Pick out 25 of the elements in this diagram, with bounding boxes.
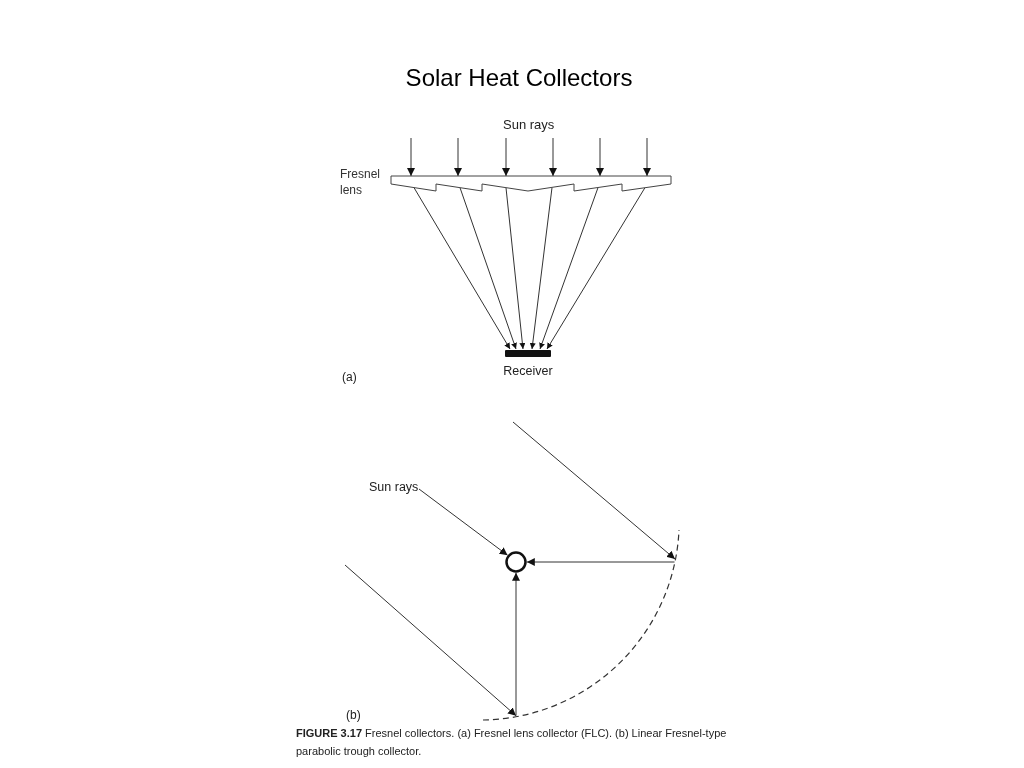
sun-ray-arrow (596, 137, 604, 177)
sun-ray-arrow (418, 488, 509, 556)
refracted-ray-arrow (505, 187, 526, 350)
sun-ray-arrow (549, 137, 557, 177)
refracted-ray-arrow (459, 187, 517, 350)
diagram-title: Solar Heat Collectors (405, 63, 633, 92)
refracted-ray-arrow (413, 187, 511, 350)
sun-ray-arrow (502, 137, 510, 177)
sun-ray-arrow (407, 137, 415, 177)
sun-ray-arrow (344, 564, 517, 717)
reflected-ray-arrow (526, 558, 675, 566)
refracted-ray-arrow (529, 187, 553, 350)
sun-ray-arrow (454, 137, 462, 177)
panel-label: (b) (346, 708, 361, 723)
sun-rays-label: Sun rays (369, 480, 419, 495)
sun-ray-arrow (512, 421, 676, 560)
panel-label: (a) (342, 370, 357, 385)
refracted-ray-arrow (546, 187, 646, 350)
lens-label: Fresnel lens (340, 166, 381, 198)
reflected-ray-arrow (512, 572, 520, 717)
figure-caption: FIGURE 3.17 Fresnel collectors. (a) Fresnel lens collector (FLC). (b) Linear Fresnel-type parabolic trough collector. (296, 726, 728, 759)
receiver-label: Receiver (503, 364, 553, 379)
refracted-ray-arrow (539, 187, 599, 350)
sun-ray-arrow (643, 137, 651, 177)
sun-rays-label: Sun rays (503, 117, 555, 132)
